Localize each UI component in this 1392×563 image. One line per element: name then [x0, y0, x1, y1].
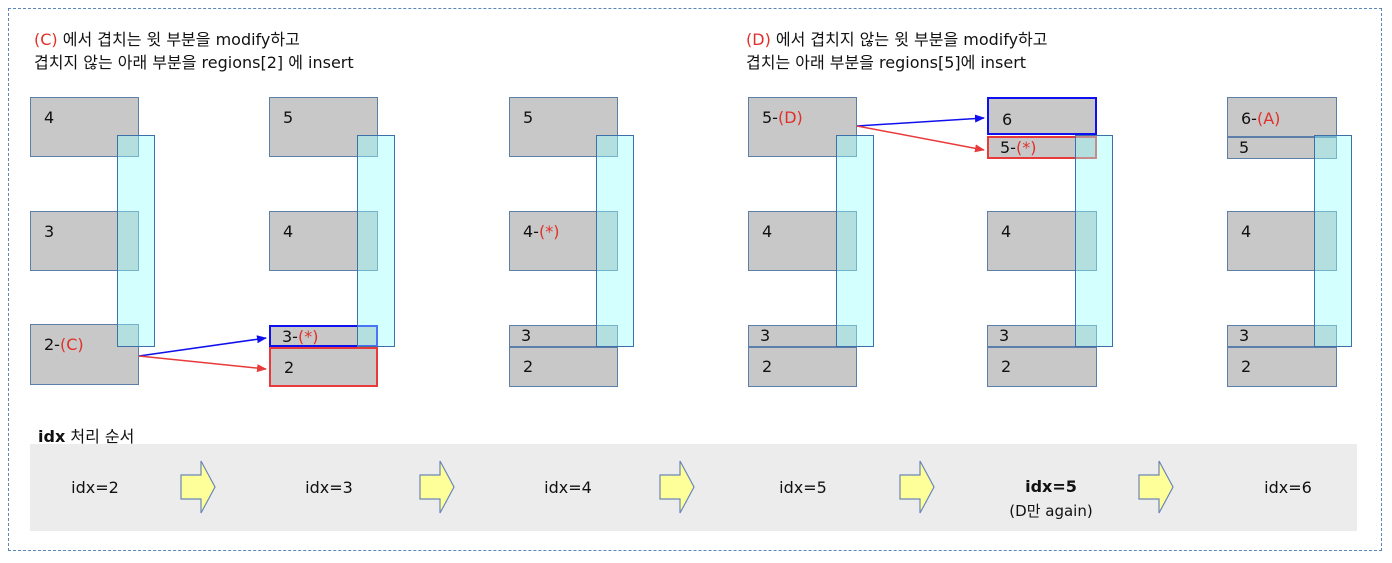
region-box-d: 5-(D) — [748, 97, 857, 157]
diagram-frame — [8, 8, 1382, 551]
overlap-region — [596, 135, 634, 347]
caption-left: (C) 에서 겹치는 윗 부분을 modify하고 겹치지 않는 아래 부분을 … — [34, 28, 354, 74]
inserted-region-box: 5-(*) — [987, 136, 1097, 159]
step-arrow-icon — [419, 460, 455, 514]
modified-region-box: 6 — [987, 97, 1097, 135]
step-arrow-icon — [659, 460, 695, 514]
sequence-title: idx 처리 순서 — [38, 427, 135, 446]
region-box: 2 — [987, 347, 1097, 387]
arrow-d-to-inserted — [856, 125, 985, 153]
step-idx: idx=6 — [1264, 478, 1312, 497]
step-idx: idx=5 — [779, 478, 827, 497]
region-box: 5 — [509, 97, 618, 157]
region-box: 5 — [269, 97, 378, 157]
caption-right-tag: (D) — [746, 30, 771, 49]
overlap-region — [836, 135, 874, 347]
region-box: 4-(*) — [509, 211, 618, 271]
step-note: (D만 again) — [1009, 502, 1093, 520]
caption-right: (D) 에서 겹치지 않는 윗 부분을 modify하고 겹치는 아래 부분을 … — [746, 28, 1048, 74]
caption-right-line2: 겹치는 아래 부분을 regions[5]에 insert — [746, 53, 1027, 72]
arrow-c-to-inserted — [138, 355, 267, 373]
modified-region-box: 3-(*) — [269, 325, 378, 347]
region-box: 2 — [748, 347, 857, 387]
caption-left-line2: 겹치지 않는 아래 부분을 regions[2] 에 insert — [34, 53, 354, 72]
overlap-region — [1075, 135, 1113, 347]
overlap-region — [117, 135, 155, 347]
region-box-a: 6-(A) — [1227, 97, 1337, 137]
region-box: 3 — [987, 325, 1097, 347]
region-box: 2 — [509, 347, 618, 387]
inserted-region-box: 2 — [269, 347, 378, 387]
step-idx: idx=3 — [305, 478, 353, 497]
arrow-c-to-modified — [138, 335, 267, 357]
step-arrow-icon — [180, 460, 216, 514]
caption-right-line1: 에서 겹치지 않는 윗 부분을 modify하고 — [770, 30, 1048, 49]
region-box: 3 — [30, 211, 139, 271]
step-idx: idx=2 — [71, 478, 119, 497]
overlap-region — [1314, 135, 1352, 347]
region-box: 3 — [748, 325, 857, 347]
region-box: 4 — [269, 211, 378, 271]
region-box-c: 2-(C) — [30, 324, 139, 385]
step-arrow-icon — [1138, 460, 1174, 514]
step-idx-repeat: idx=5 — [1025, 477, 1077, 496]
region-box: 5 — [1227, 137, 1337, 159]
caption-left-tag: (C) — [34, 30, 58, 49]
region-box: 2 — [1227, 347, 1337, 387]
caption-left-line1: 에서 겹치는 윗 부분을 modify하고 — [57, 30, 300, 49]
step-idx: idx=4 — [544, 478, 592, 497]
region-box: 3 — [509, 325, 618, 347]
region-box: 4 — [30, 97, 139, 157]
arrow-d-to-modified — [856, 114, 985, 127]
overlap-region — [357, 135, 395, 347]
region-box: 4 — [1227, 211, 1337, 271]
step-arrow-icon — [899, 460, 935, 514]
region-box: 4 — [987, 211, 1097, 271]
region-box: 4 — [748, 211, 857, 271]
region-box: 3 — [1227, 325, 1337, 347]
